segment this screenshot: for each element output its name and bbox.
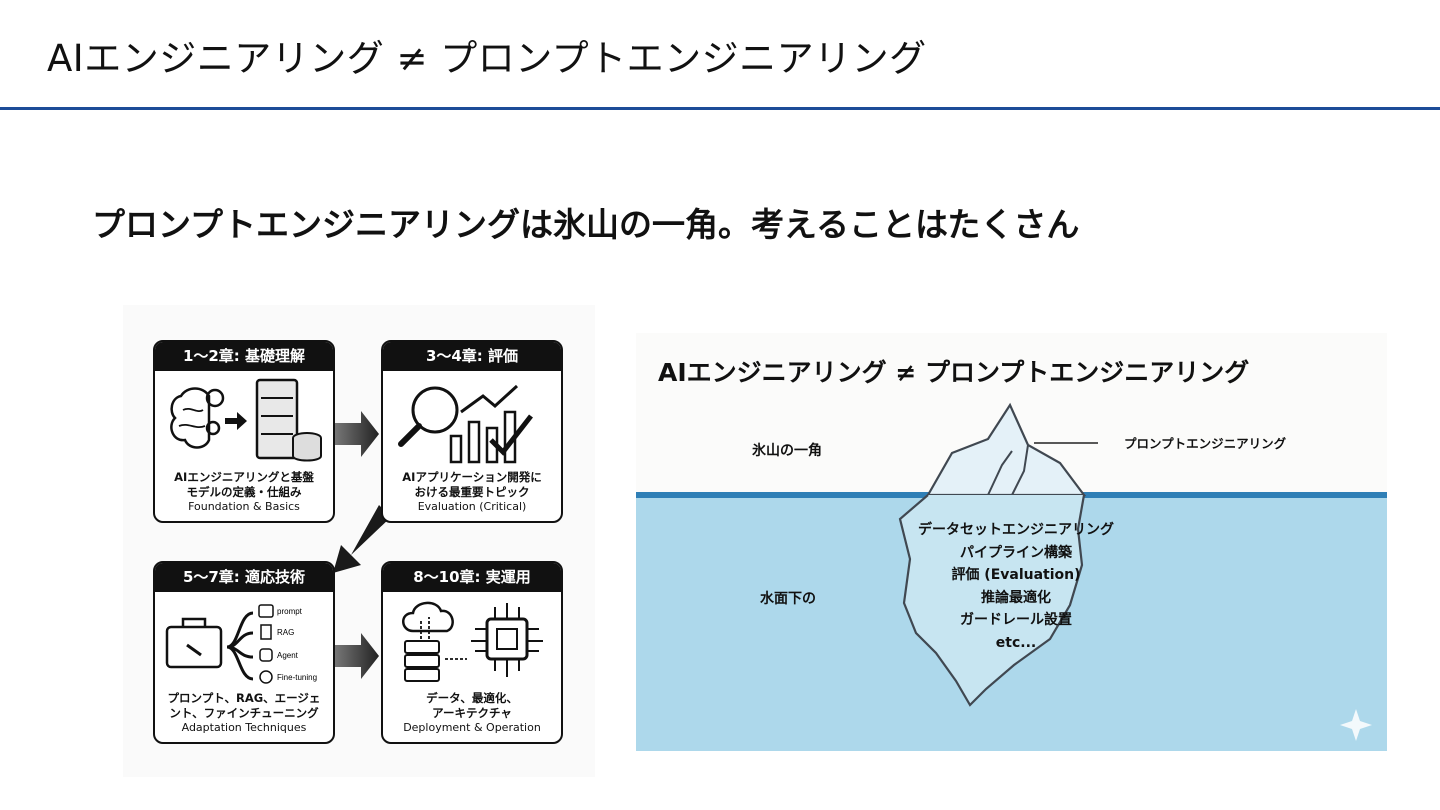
card-english-label: Deployment & Operation [403,721,541,734]
iceberg-figure: AIエンジニアリング ≠ プロンプトエンジニアリング 氷山の一角 プロンプトエン… [636,333,1387,751]
underwater-item: ガードレール設置 [960,612,1072,628]
card-desc-line2: モデルの定義・仕組み [186,485,302,499]
flow-arrows [333,411,391,679]
slide-subtitle: プロンプトエンジニアリングは氷山の一角。考えることはたくさん [92,205,1080,244]
tip-callout: プロンプトエンジニアリング [1124,436,1287,451]
technique-label: Fine-tuning [277,673,317,682]
card-header: 8〜10章: 実運用 [383,563,561,592]
card-header: 1〜2章: 基礎理解 [155,342,333,371]
brain-gears-icon [170,378,322,462]
technique-label: RAG [277,628,294,637]
technique-label: Agent [277,651,299,660]
arrow-right-bottom [335,633,379,679]
underwater-item: データセットエンジニアリング [918,522,1114,538]
title-divider [0,107,1440,110]
card-deployment: 8〜10章: 実運用 データ、最適化、 アーキテクチャ Deployment &… [381,561,563,744]
card-desc-line1: AIエンジニアリングと基盤 [174,470,314,484]
card-adaptation: 5〜7章: 適応技術 prompt RAG Agent Fine-tuning … [153,561,335,744]
slide-title: AIエンジニアリング ≠ プロンプトエンジニアリング [47,37,927,80]
cloud-server-icon [402,601,543,682]
card-foundation: 1〜2章: 基礎理解 AIエンジニアリングと基盤 モデルの定義・仕組み Foun… [153,340,335,523]
iceberg-title: AIエンジニアリング ≠ プロンプトエンジニアリング [658,358,1250,387]
card-desc-line1: プロンプト、RAG、エージェ [167,691,321,705]
underwater-item: 評価 (Evaluation) [951,567,1081,583]
card-desc-line2: おける最重要トピック [414,485,530,499]
iceberg-drawing [636,333,1387,751]
tip-label: 氷山の一角 [752,443,822,459]
card-english-label: Adaptation Techniques [181,721,307,734]
underwater-item: パイプライン構築 [960,544,1072,561]
card-english-label: Foundation & Basics [188,500,300,513]
card-evaluation: 3〜4章: 評価 AIアプリケーション開発に おける最重要トピック Evalua… [381,340,563,523]
arrow-diagonal [333,505,391,573]
card-desc-line1: AIアプリケーション開発に [402,470,542,484]
chip-icon [471,603,543,677]
card-desc-line2: ント、ファインチューニング [169,706,319,720]
card-header: 5〜7章: 適応技術 [155,563,333,592]
underwater-item: 推論最適化 [981,589,1051,606]
arrow-right-top [335,411,379,457]
technique-label: prompt [277,607,303,616]
sparkle-icon [1340,709,1372,741]
card-english-label: Evaluation (Critical) [417,500,527,513]
magnifier-chart-icon [398,384,533,464]
toolbox-icon: prompt RAG Agent Fine-tuning [165,604,317,684]
underwater-label: 水面下の [760,591,816,607]
underwater-item: etc... [995,634,1037,651]
chapter-roadmap-figure: 1〜2章: 基礎理解 AIエンジニアリングと基盤 モデルの定義・仕組み Foun… [123,305,595,777]
underwater-list: データセットエンジニアリング パイプライン構築 評価 (Evaluation) … [884,519,1148,654]
card-desc-line1: データ、最適化、 [426,691,518,705]
card-header: 3〜4章: 評価 [383,342,561,371]
server-rack-icon [255,378,322,462]
card-desc-line2: アーキテクチャ [432,706,512,720]
